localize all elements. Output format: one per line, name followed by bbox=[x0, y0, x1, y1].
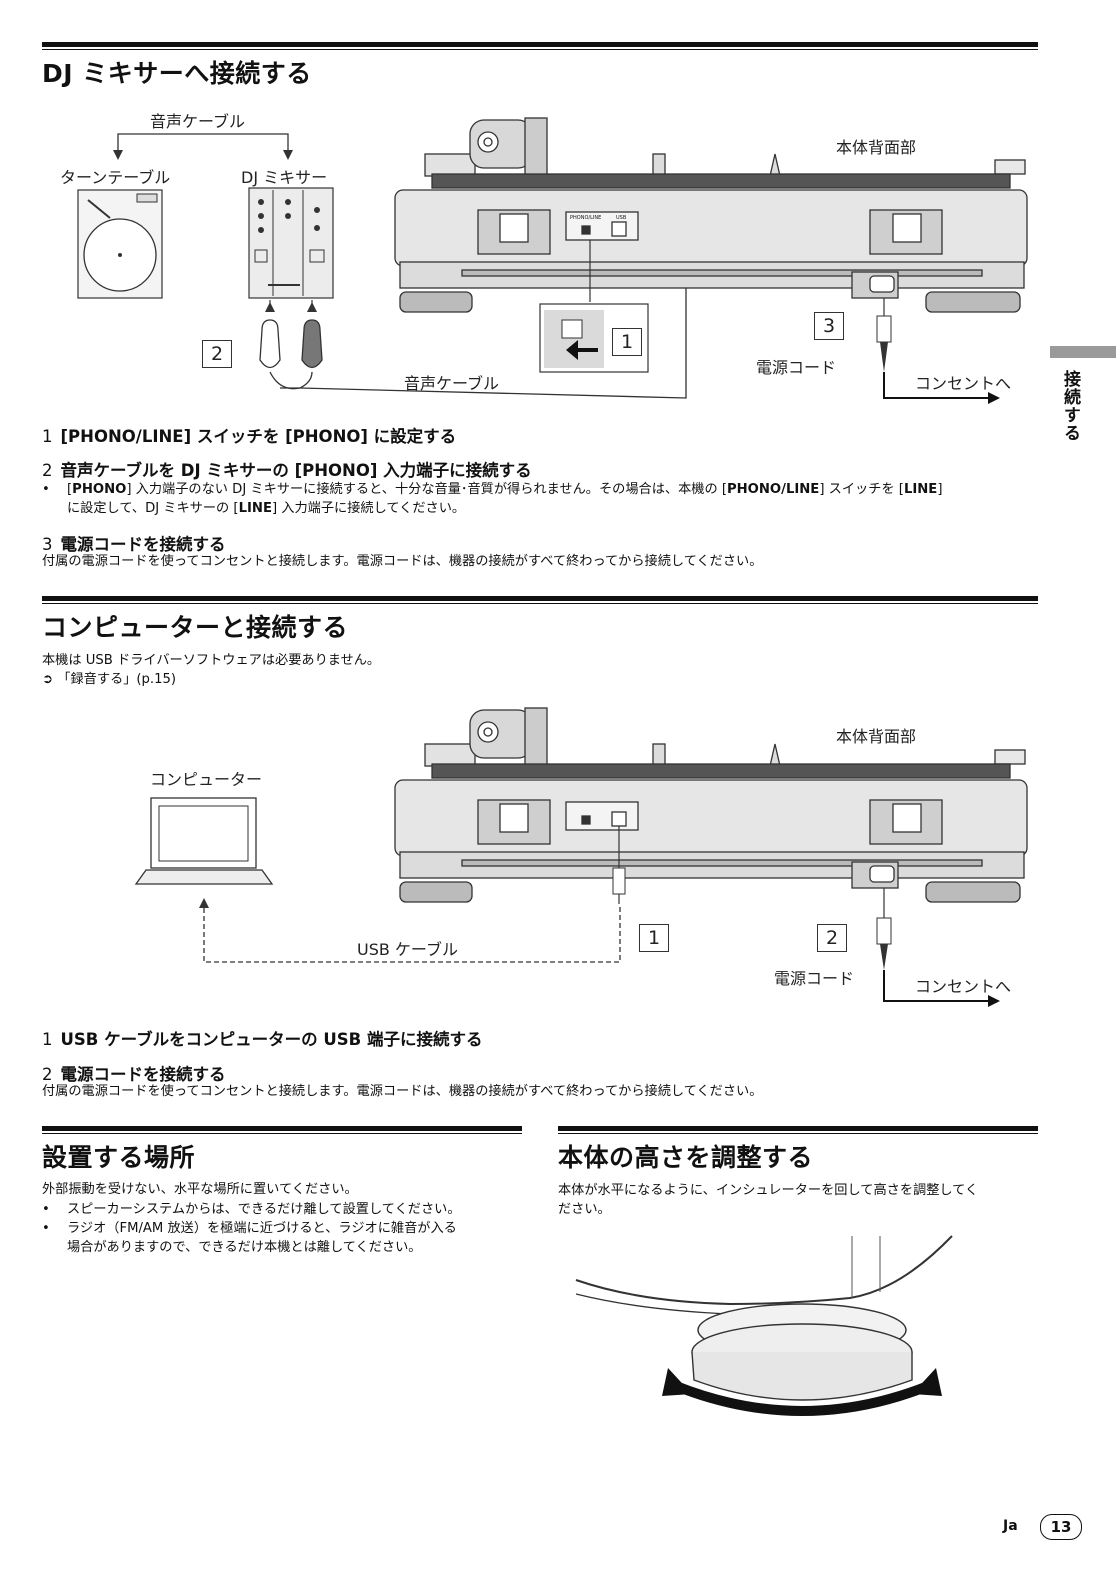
section1-step2-bullet: • [PHONO] 入力端子のない DJ ミキサーに接続すると、十分な音量･音質… bbox=[42, 480, 1042, 518]
section2-ref: ➲ 「録音する」(p.15) bbox=[42, 670, 176, 689]
step-number: 2 bbox=[42, 461, 53, 480]
page-number: 13 bbox=[1040, 1514, 1082, 1540]
bullet-mark: • bbox=[42, 482, 50, 497]
bullet-line1: スピーカーシステムからは、できるだけ離して設置してください。 bbox=[67, 1202, 461, 1217]
panel-usb-label: USB bbox=[616, 215, 627, 221]
bullet-mark: • bbox=[42, 1221, 50, 1236]
bullet-line2: 場合がありますので、できるだけ本機とは離してください。 bbox=[67, 1240, 422, 1255]
step-text: [PHONO/LINE] スイッチを [PHONO] に設定する bbox=[60, 427, 457, 446]
bullet-fragment: に設定して、DJ ミキサーの [ bbox=[67, 501, 239, 516]
section4-title: 本体の高さを調整する bbox=[558, 1143, 814, 1172]
section3-bullet-2: • ラジオ（FM/AM 放送）を極端に近づけると、ラジオに雑音が入る 場合があり… bbox=[42, 1219, 522, 1257]
step-text: 電源コードを接続する bbox=[60, 1065, 226, 1084]
bullet-mark: • bbox=[42, 1202, 50, 1217]
section2-step1: 1 USB ケーブルをコンピューターの USB 端子に接続する bbox=[42, 1026, 482, 1050]
bullet-fragment: ] 入力端子のない DJ ミキサーに接続すると、十分な音量･音質が得られません。… bbox=[126, 482, 727, 497]
label-outlet: コンセントへ bbox=[915, 977, 1012, 996]
bullet-fragment-bold: LINE bbox=[238, 501, 272, 516]
section2-rule bbox=[42, 596, 1038, 601]
step-text: 電源コードを接続する bbox=[60, 535, 226, 554]
step-number: 1 bbox=[42, 1030, 53, 1049]
label-power-cord: 電源コード bbox=[774, 969, 855, 988]
section4-body-line1: 本体が水平になるように、インシュレーターを回して高さを調整してく bbox=[558, 1183, 979, 1198]
turntable-rear-illustration bbox=[394, 707, 1028, 903]
ref-arrow-icon: ➲ bbox=[42, 672, 54, 687]
diagram1-num-3: 3 bbox=[814, 312, 844, 340]
step-text: USB ケーブルをコンピューターの USB 端子に接続する bbox=[60, 1030, 483, 1049]
section2-title: コンピューターと接続する bbox=[42, 613, 349, 642]
turntable-rear-illustration bbox=[394, 117, 1028, 313]
side-tab-bar bbox=[1050, 346, 1116, 358]
section1-rule-thin bbox=[42, 49, 1038, 50]
bullet-fragment-bold: PHONO/LINE bbox=[726, 482, 820, 497]
bullet-fragment-bold: PHONO bbox=[72, 482, 127, 497]
diagram2-num-1: 1 bbox=[639, 924, 669, 952]
bullet-fragment: ] 入力端子に接続してください。 bbox=[271, 501, 466, 516]
section3-rule bbox=[42, 1126, 522, 1131]
computer-diagram-art bbox=[134, 707, 1028, 1007]
label-audio-cable-top: 音声ケーブル bbox=[150, 112, 246, 131]
label-outlet: コンセントへ bbox=[915, 374, 1012, 393]
diagram1-num-1: 1 bbox=[612, 328, 642, 356]
bullet-line1: ラジオ（FM/AM 放送）を極端に近づけると、ラジオに雑音が入る bbox=[67, 1221, 457, 1236]
bullet-fragment: [ bbox=[67, 482, 73, 497]
label-turntable: ターンテーブル bbox=[60, 168, 171, 187]
label-power-cord: 電源コード bbox=[756, 358, 837, 377]
footer-language: Ja bbox=[1003, 1518, 1018, 1534]
section4-rule-thin bbox=[558, 1133, 1038, 1134]
section2-step2: 2 電源コードを接続する bbox=[42, 1061, 226, 1085]
diagram1-num-2: 2 bbox=[202, 340, 232, 368]
ref-link[interactable]: 「録音する」(p.15) bbox=[57, 672, 177, 687]
label-computer: コンピューター bbox=[150, 770, 263, 789]
section3-bullet-1: • スピーカーシステムからは、できるだけ離して設置してください。 bbox=[42, 1200, 522, 1219]
section4-body-line2: ださい。 bbox=[558, 1202, 611, 1217]
section1-rule bbox=[42, 42, 1038, 47]
section1-step2: 2 音声ケーブルを DJ ミキサーの [PHONO] 入力端子に接続する bbox=[42, 457, 532, 481]
bullet-line1: [PHONO] 入力端子のない DJ ミキサーに接続すると、十分な音量･音質が得… bbox=[42, 480, 1042, 499]
step-number: 3 bbox=[42, 535, 53, 554]
step-text: 音声ケーブルを DJ ミキサーの [PHONO] 入力端子に接続する bbox=[60, 461, 532, 480]
section2-body: 本機は USB ドライバーソフトウェアは必要ありません。 bbox=[42, 653, 381, 668]
section1-step1: 1 [PHONO/LINE] スイッチを [PHONO] に設定する bbox=[42, 423, 456, 447]
bullet-fragment: ] bbox=[937, 482, 943, 497]
bullet-fragment: ] スイッチを [ bbox=[819, 482, 904, 497]
label-rear: 本体背面部 bbox=[836, 138, 917, 157]
label-audio-cable-bottom: 音声ケーブル bbox=[404, 374, 500, 393]
section3-title: 設置する場所 bbox=[42, 1143, 196, 1172]
section2-step2-body: 付属の電源コードを使ってコンセントと接続します。電源コードは、機器の接続がすべて… bbox=[42, 1084, 763, 1099]
section1-title: DJ ミキサーへ接続する bbox=[42, 59, 312, 88]
bullet-line2: に設定して、DJ ミキサーの [LINE] 入力端子に接続してください。 bbox=[42, 499, 1042, 518]
step-number: 2 bbox=[42, 1065, 53, 1084]
diagram2-num-2: 2 bbox=[817, 924, 847, 952]
panel-phono-line-label: PHONO/LINE bbox=[570, 215, 602, 221]
label-dj-mixer: DJ ミキサー bbox=[241, 168, 328, 187]
section1-step3-body: 付属の電源コードを使ってコンセントと接続します。電源コードは、機器の接続がすべて… bbox=[42, 554, 763, 569]
section4-rule bbox=[558, 1126, 1038, 1131]
section1-step3: 3 電源コードを接続する bbox=[42, 531, 226, 555]
section3-body: 外部振動を受けない、水平な場所に置いてください。 bbox=[42, 1182, 358, 1197]
step-number: 1 bbox=[42, 427, 53, 446]
bullet-fragment-bold: LINE bbox=[903, 482, 938, 497]
label-usb-cable: USB ケーブル bbox=[357, 940, 458, 959]
section2-rule-thin bbox=[42, 603, 1038, 604]
dj-mixer-diagram-art bbox=[77, 117, 1028, 404]
side-tab-label: 接続する bbox=[1060, 370, 1080, 442]
label-rear: 本体背面部 bbox=[836, 727, 917, 746]
section3-rule-thin bbox=[42, 1133, 522, 1134]
